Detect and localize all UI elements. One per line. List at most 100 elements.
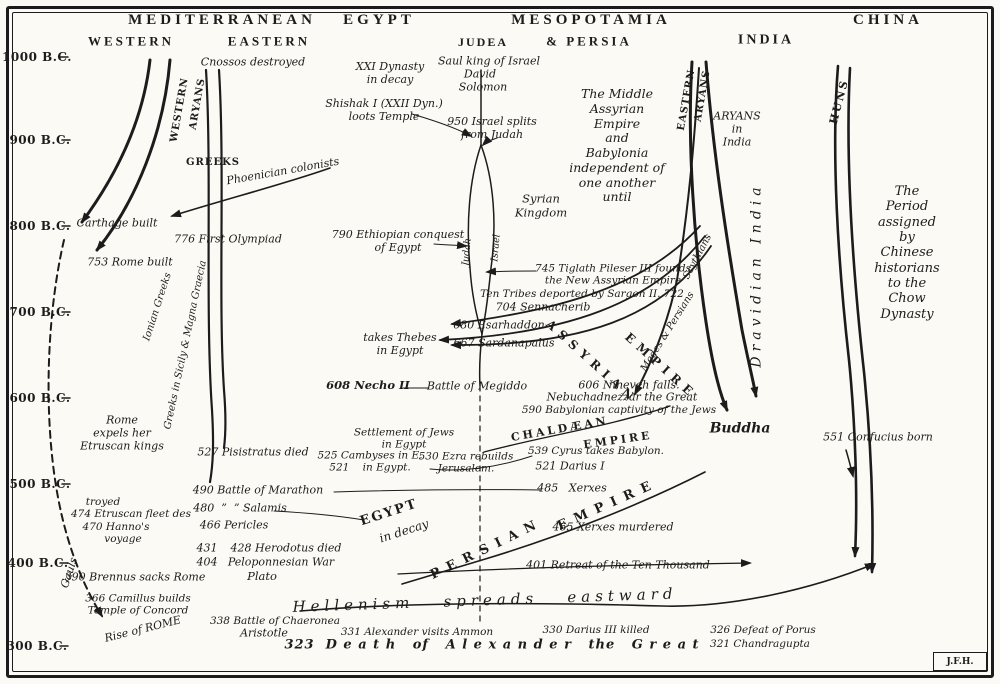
header-mesopotamia: MESOPOTAMIA [511,12,671,29]
label-ezra: 530 Ezra rebuilds Jerusalem. [418,450,514,475]
label-xerxes-485: 485 Xerxes [537,481,607,495]
label-chandragupta: 321 Chandragupta [710,637,810,650]
label-salamis: 480 ” ” Salamis [193,501,287,515]
cyrus-flourish [429,455,533,471]
label-xxi-dynasty: XXI Dynasty in decay [355,60,425,86]
label-cnossos: Cnossos destroyed [200,55,306,69]
header-mediterranean: MEDITERRANEAN [128,12,316,29]
header-egypt: EGYPT [343,12,415,29]
label-cyrus: 539 Cyrus takes Babylon. [527,444,665,457]
label-carthage: Carthage built [76,216,158,230]
label-solomon: Solomon [458,80,508,94]
chaldaean-empire-curve [483,405,671,453]
label-confucius: 551 Confucius born [823,430,933,444]
label-buddha: Buddha [709,420,771,437]
label-ethiopian: 790 Ethiopian conquest of Egypt [331,228,465,254]
label-david: David [463,67,497,81]
time-900bc: 900 B.C. [9,132,71,147]
label-israel-line: Israel [489,233,503,263]
label-chow-dynasty: The Period assigned by Chinese historian… [874,184,940,322]
label-saul: Saul king of Israel [437,54,541,68]
huns-curve-1 [833,64,860,558]
label-voyage: voyage [104,532,142,545]
label-cambyses: 525 Cambyses in E. 521 in Egypt. [317,449,423,474]
label-jews-egypt: Settlement of Jews in Egypt [353,426,455,451]
header-eastern: EASTERN [227,33,311,49]
header-western: WESTERN [87,33,175,49]
label-nineveh: 606 Nineveh falls. [578,378,680,392]
label-retreat: 401 Retreat of the Ten Thousand [526,558,710,572]
israel-branch [480,144,495,335]
header-judea: JUDEA [457,34,509,49]
label-peloponnesian: Peloponnesian War [227,555,335,569]
assyrian-curve-1 [450,225,701,327]
label-aristotle: Aristotle [240,626,288,640]
label-hanno: 470 Hanno's [82,520,150,533]
assyrian-curve-2 [438,235,706,344]
label-dravidian-india: Dravidian India [748,182,765,368]
hellenism-line [299,563,876,612]
greeks-line-1 [204,68,215,484]
time-400bc: 400 B.C. [7,555,69,570]
label-plato: Plato [247,569,277,584]
judah-branch [467,144,483,335]
marathon-line [333,489,541,493]
time-800bc: 800 B.C. [9,218,71,233]
label-404: 404 [196,555,218,569]
illustrator-signature: J.F.H. [933,652,987,671]
label-camillus: 366 Camillus builds Temple of Concord [85,592,191,617]
label-takes-thebes: takes Thebes in Egypt [363,331,437,357]
label-megiddo: Battle of Megiddo [426,379,528,393]
time-1000bc: 1000 B.C. [2,49,72,64]
label-ten-tribes: Ten Tribes deported by Sargon II. 722 [480,287,684,300]
label-porus: 326 Defeat of Porus [710,623,816,636]
label-olympiad: 776 First Olympiad [174,232,282,246]
label-syrian-kingdom: Syrian Kingdom [514,191,568,219]
shishak-arrow [411,113,473,137]
label-middle-assyrian: The Middle Assyrian Empire and Babylonia… [569,86,665,205]
tiglath-arrow [485,267,537,276]
huns-curve-2 [847,66,877,574]
medes-persians-curve [634,67,700,396]
label-xerxes-murdered: 465 Xerxes murdered [552,520,674,534]
confucius-arrow [845,449,855,478]
western-aryans-curve-1 [80,58,152,224]
label-pericles: 466 Pericles [199,518,269,532]
assyrian-curve-3 [450,245,712,350]
western-aryans-curve-2 [95,58,172,252]
label-alexander-death: 323 D e a t h of A l e x a n d e r the G… [284,637,700,653]
label-rome-expels: Rome expels her Etruscan kings [80,413,164,453]
label-darius-killed: 330 Darius III killed [542,623,650,636]
label-esarhaddon: 680 Esarhaddon [453,318,545,332]
label-brennus: 390 Brennus sacks Rome [64,570,206,584]
phoenician-arrow [170,167,331,218]
label-sennacherib: 704 Sennacherib [495,300,591,314]
eastern-aryans-curve-1 [688,60,729,412]
ethiopian-arrow [433,241,468,250]
gauls-dashed-curve [47,239,104,618]
label-troyed: troyed [85,495,121,508]
time-500bc: 500 B.C. [9,476,71,491]
label-nebuchadnezzar: Nebuchadnezzar the Great [546,390,698,404]
israel-split-arrow [481,135,498,147]
time-300bc: 300 B.C. [6,638,68,653]
label-greeks: GREEKS [185,157,241,169]
label-marathon: 490 Battle of Marathon [192,483,324,497]
label-darius: 521 Darius I [535,459,605,473]
label-aryans-in-india: ARYANS in India [713,109,761,149]
label-etruscan-fleet: 474 Etruscan fleet des [71,507,191,520]
label-shishak: Shishak I (XXII Dyn.) loots Temple [325,97,443,123]
label-necho: 608 Necho II [326,378,410,393]
eastern-aryans-curve-2 [704,60,759,398]
label-alexander-ammon: 331 Alexander visits Ammon [340,625,494,638]
header-persia: & PERSIA [546,33,632,49]
label-sardanapalus: 667 Sardanapalus [453,336,555,350]
label-rome-built: 753 Rome built [87,255,173,269]
retreat-line [397,559,752,575]
judea-line-mid [478,333,483,387]
label-herodotus: 428 Herodotus died [230,541,342,555]
salamis-line [273,510,365,521]
label-431: 431 [196,541,218,555]
time-700bc: 700 B.C. [9,304,71,319]
